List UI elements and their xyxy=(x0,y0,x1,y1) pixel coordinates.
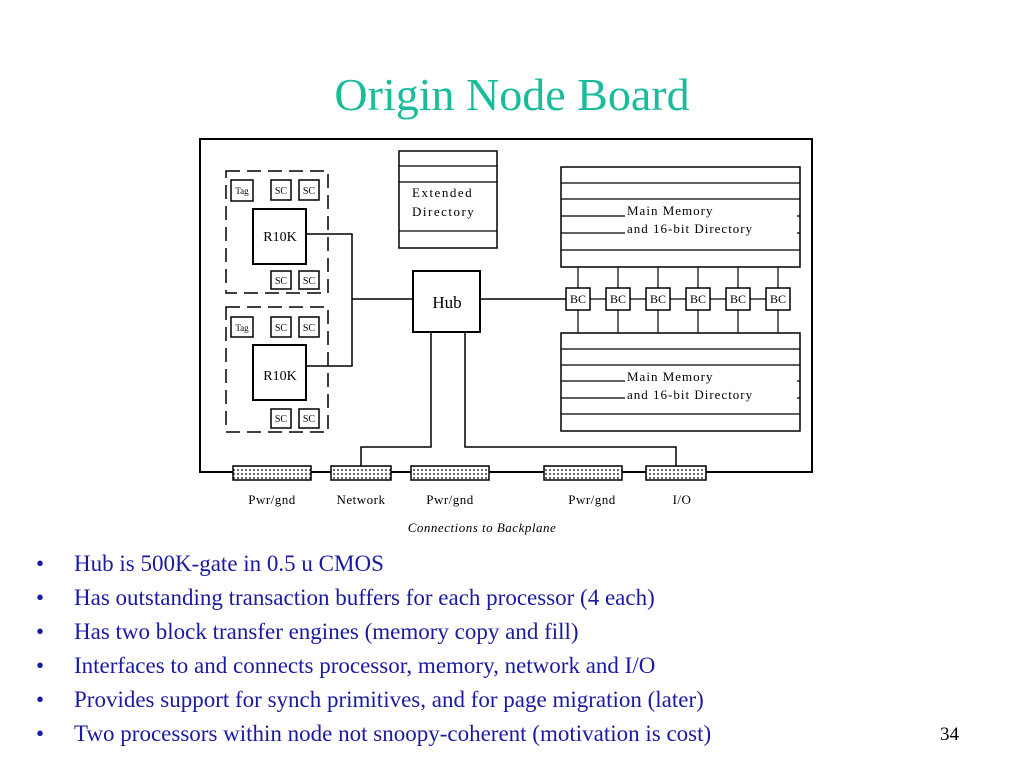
sc-chip xyxy=(298,408,320,429)
bullet-marker: • xyxy=(36,619,45,644)
connector-label: Pwr/gnd xyxy=(568,492,616,507)
sc-chip xyxy=(298,270,320,290)
backplane-connectors xyxy=(232,465,707,481)
cpu-chip xyxy=(252,344,307,401)
main-memory-top: Main Memory and 16-bit Directory xyxy=(560,166,801,268)
connector-label: Pwr/gnd xyxy=(426,492,474,507)
sc-chip-label: SC xyxy=(275,323,288,334)
hub-chip-label: Hub xyxy=(432,293,461,312)
sc-chip-label: SC xyxy=(303,276,316,287)
main-memory-bottom-label-line1: Main Memory xyxy=(627,369,713,384)
bullet-list: • Hub is 500K-gate in 0.5 u CMOS • Has out… xyxy=(36,548,711,752)
sc-chip-label: SC xyxy=(275,414,288,425)
bc-chip-label: BC xyxy=(570,292,586,306)
bullet-text: Hub is 500K-gate in 0.5 u CMOS xyxy=(74,551,384,576)
main-memory-bottom: Main Memory and 16-bit Directory xyxy=(560,332,801,432)
bullet-item: • Interfaces to and connects processor, m… xyxy=(36,650,711,684)
connector-pwr-gnd xyxy=(410,465,490,481)
bullet-marker: • xyxy=(36,585,45,610)
sc-chip xyxy=(270,316,292,338)
hub-chip xyxy=(412,270,481,333)
bc-chip-label: BC xyxy=(610,292,626,306)
slide-title: Origin Node Board xyxy=(334,69,690,120)
extended-directory: Extended Directory xyxy=(398,150,498,249)
sc-chip xyxy=(270,270,292,290)
bullet-marker: • xyxy=(36,721,45,746)
connector-pwr-gnd xyxy=(232,465,312,481)
bullet-text: Has outstanding transaction buffers for … xyxy=(74,585,655,610)
bc-chip-row: BC BC BC BC BC BC xyxy=(565,267,791,333)
bullet-text: Has two block transfer engines (memory c… xyxy=(74,619,579,644)
bc-chip-label: BC xyxy=(690,292,706,306)
node-board-diagram: Tag SC SC R10K SC SC Tag SC SC R10K SC S… xyxy=(199,138,813,535)
extended-directory-label-line2: Directory xyxy=(412,204,475,219)
cpu-chip xyxy=(252,208,307,265)
bullet-item: • Has two block transfer engines (memory … xyxy=(36,616,711,650)
bc-chip xyxy=(765,287,791,311)
diagram-caption: Connections to Backplane xyxy=(408,520,556,535)
board-outline xyxy=(199,138,813,473)
bc-chip-label: BC xyxy=(770,292,786,306)
bullet-text: Provides support for synch primitives, a… xyxy=(74,687,704,712)
connector-network xyxy=(330,465,392,481)
bullet-item: • Has outstanding transaction buffers for… xyxy=(36,582,711,616)
processor-hub-wiring xyxy=(306,233,413,367)
bc-chip xyxy=(605,287,631,311)
connector-label: Pwr/gnd xyxy=(248,492,296,507)
main-memory-top-label-line2: and 16-bit Directory xyxy=(627,221,753,236)
cpu-chip-label: R10K xyxy=(263,230,296,245)
bc-chip xyxy=(685,287,711,311)
sc-chip-label: SC xyxy=(303,414,316,425)
main-memory-bottom-label-line2: and 16-bit Directory xyxy=(627,387,753,402)
processor-module-2: Tag SC SC R10K SC SC xyxy=(225,306,329,433)
sc-chip-label: SC xyxy=(303,186,316,197)
sc-chip-label: SC xyxy=(275,276,288,287)
bc-chip-label: BC xyxy=(730,292,746,306)
connector-label: I/O xyxy=(673,492,692,507)
extended-directory-label-line1: Extended xyxy=(412,185,473,200)
sc-chip-label: SC xyxy=(275,186,288,197)
tag-chip xyxy=(230,179,254,202)
bullet-marker: • xyxy=(36,653,45,678)
bc-chip xyxy=(565,287,591,311)
bc-chip xyxy=(725,287,751,311)
connector-pwr-gnd xyxy=(543,465,623,481)
sc-chip xyxy=(298,179,320,201)
hub-backplane-wiring xyxy=(360,332,677,466)
cpu-chip-label: R10K xyxy=(263,369,296,384)
connector-label: Network xyxy=(337,492,386,507)
bullet-text: Interfaces to and connects processor, me… xyxy=(74,653,656,678)
sc-chip xyxy=(270,408,292,429)
connector-io xyxy=(645,465,707,481)
bullet-marker: • xyxy=(36,551,45,576)
tag-chip xyxy=(230,316,254,338)
bullet-item: • Hub is 500K-gate in 0.5 u CMOS xyxy=(36,548,711,582)
bc-chip-label: BC xyxy=(650,292,666,306)
bullet-item: • Provides support for synch primitives, … xyxy=(36,684,711,718)
bullet-item: • Two processors within node not snoopy-c… xyxy=(36,718,711,752)
processor-module-1: Tag SC SC R10K SC SC xyxy=(225,170,329,294)
bullet-text: Two processors within node not snoopy-co… xyxy=(74,721,712,746)
sc-chip-label: SC xyxy=(303,323,316,334)
bullet-marker: • xyxy=(36,687,45,712)
tag-chip-label: Tag xyxy=(235,323,249,333)
main-memory-top-label-line1: Main Memory xyxy=(627,203,713,218)
page-number: 34 xyxy=(940,724,959,745)
sc-chip xyxy=(298,316,320,338)
sc-chip xyxy=(270,179,292,201)
tag-chip-label: Tag xyxy=(235,186,249,196)
bc-chip xyxy=(645,287,671,311)
